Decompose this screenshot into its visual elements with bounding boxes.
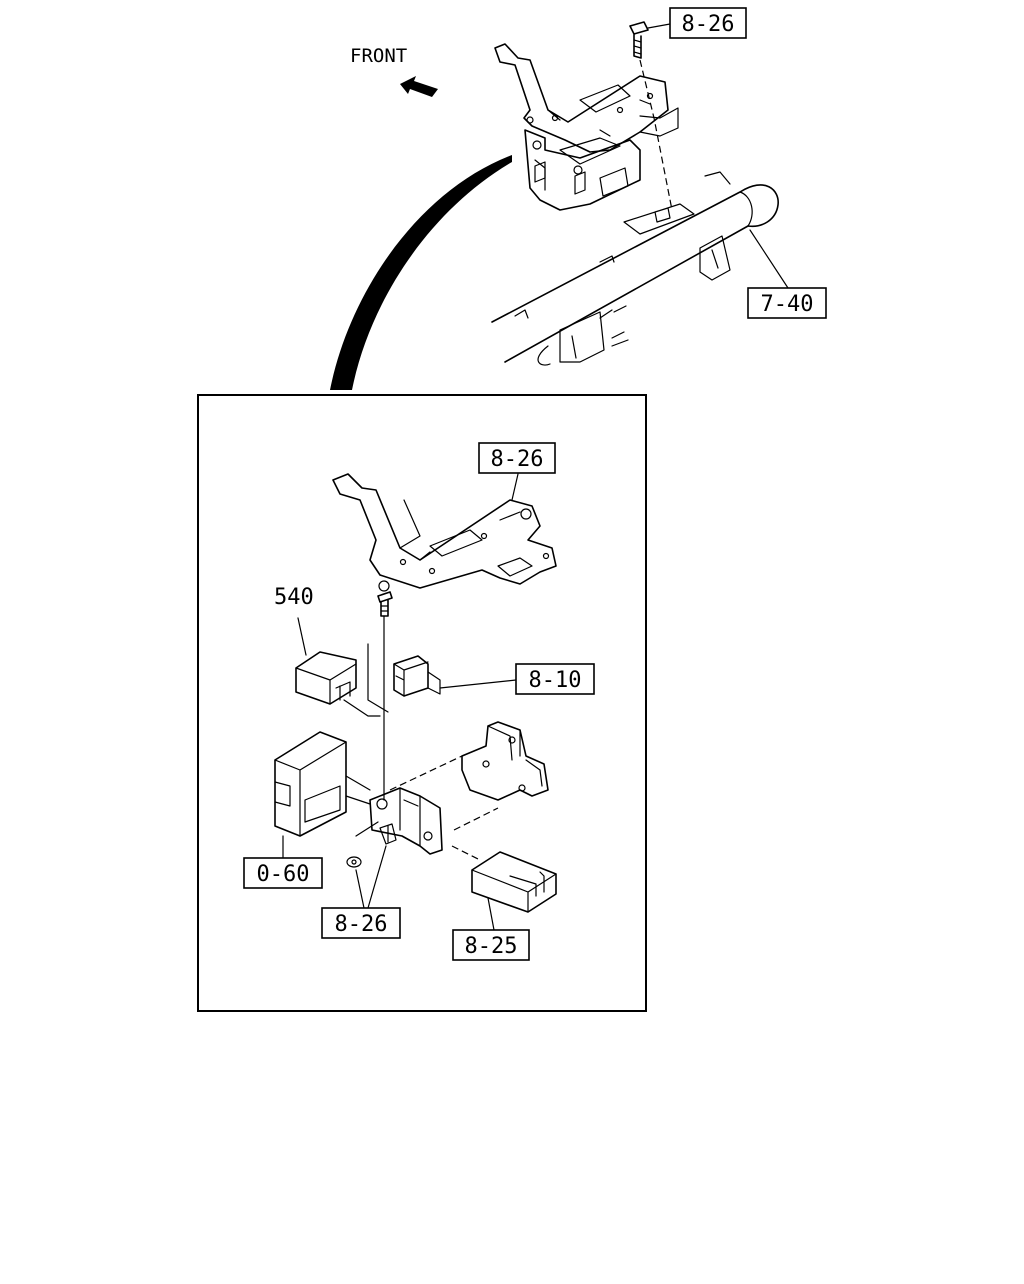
svg-text:8-26: 8-26 bbox=[682, 12, 735, 37]
unit-0-60 bbox=[274, 731, 371, 859]
svg-text:8-26: 8-26 bbox=[335, 912, 388, 937]
svg-text:7-40: 7-40 bbox=[761, 292, 814, 317]
svg-text:8-10: 8-10 bbox=[529, 668, 582, 693]
callout-crossmember: 7-40 bbox=[747, 287, 827, 319]
detail-bolt bbox=[377, 591, 393, 801]
front-indicator: FRONT bbox=[350, 45, 438, 97]
callout-fasteners: 8-26 bbox=[321, 845, 401, 939]
svg-text:0-60: 0-60 bbox=[257, 862, 310, 887]
crossmember-tube bbox=[491, 171, 789, 366]
svg-text:8-26: 8-26 bbox=[491, 447, 544, 472]
svg-text:8-25: 8-25 bbox=[465, 934, 518, 959]
callout-bracket: 8-26 bbox=[478, 442, 556, 474]
detail-leader-arrow bbox=[330, 155, 512, 390]
callout-connector: 8-10 bbox=[515, 663, 595, 695]
relay-8-25 bbox=[471, 851, 557, 931]
top-bracket-assembly bbox=[494, 43, 679, 211]
front-label: FRONT bbox=[350, 45, 407, 67]
callout-top-bolt: 8-26 bbox=[669, 7, 747, 39]
module-540: 540 bbox=[274, 585, 389, 717]
callout-unit: 0-60 bbox=[243, 857, 323, 889]
front-arrow-icon bbox=[400, 76, 438, 97]
connector-8-10 bbox=[393, 655, 517, 697]
svg-text:540: 540 bbox=[274, 585, 314, 610]
detail-frame bbox=[197, 394, 647, 1012]
top-bolt bbox=[629, 21, 673, 211]
callout-relay: 8-25 bbox=[452, 929, 530, 961]
detail-bracket bbox=[332, 473, 557, 592]
small-nut bbox=[346, 856, 362, 868]
lower-bracket bbox=[355, 721, 549, 861]
